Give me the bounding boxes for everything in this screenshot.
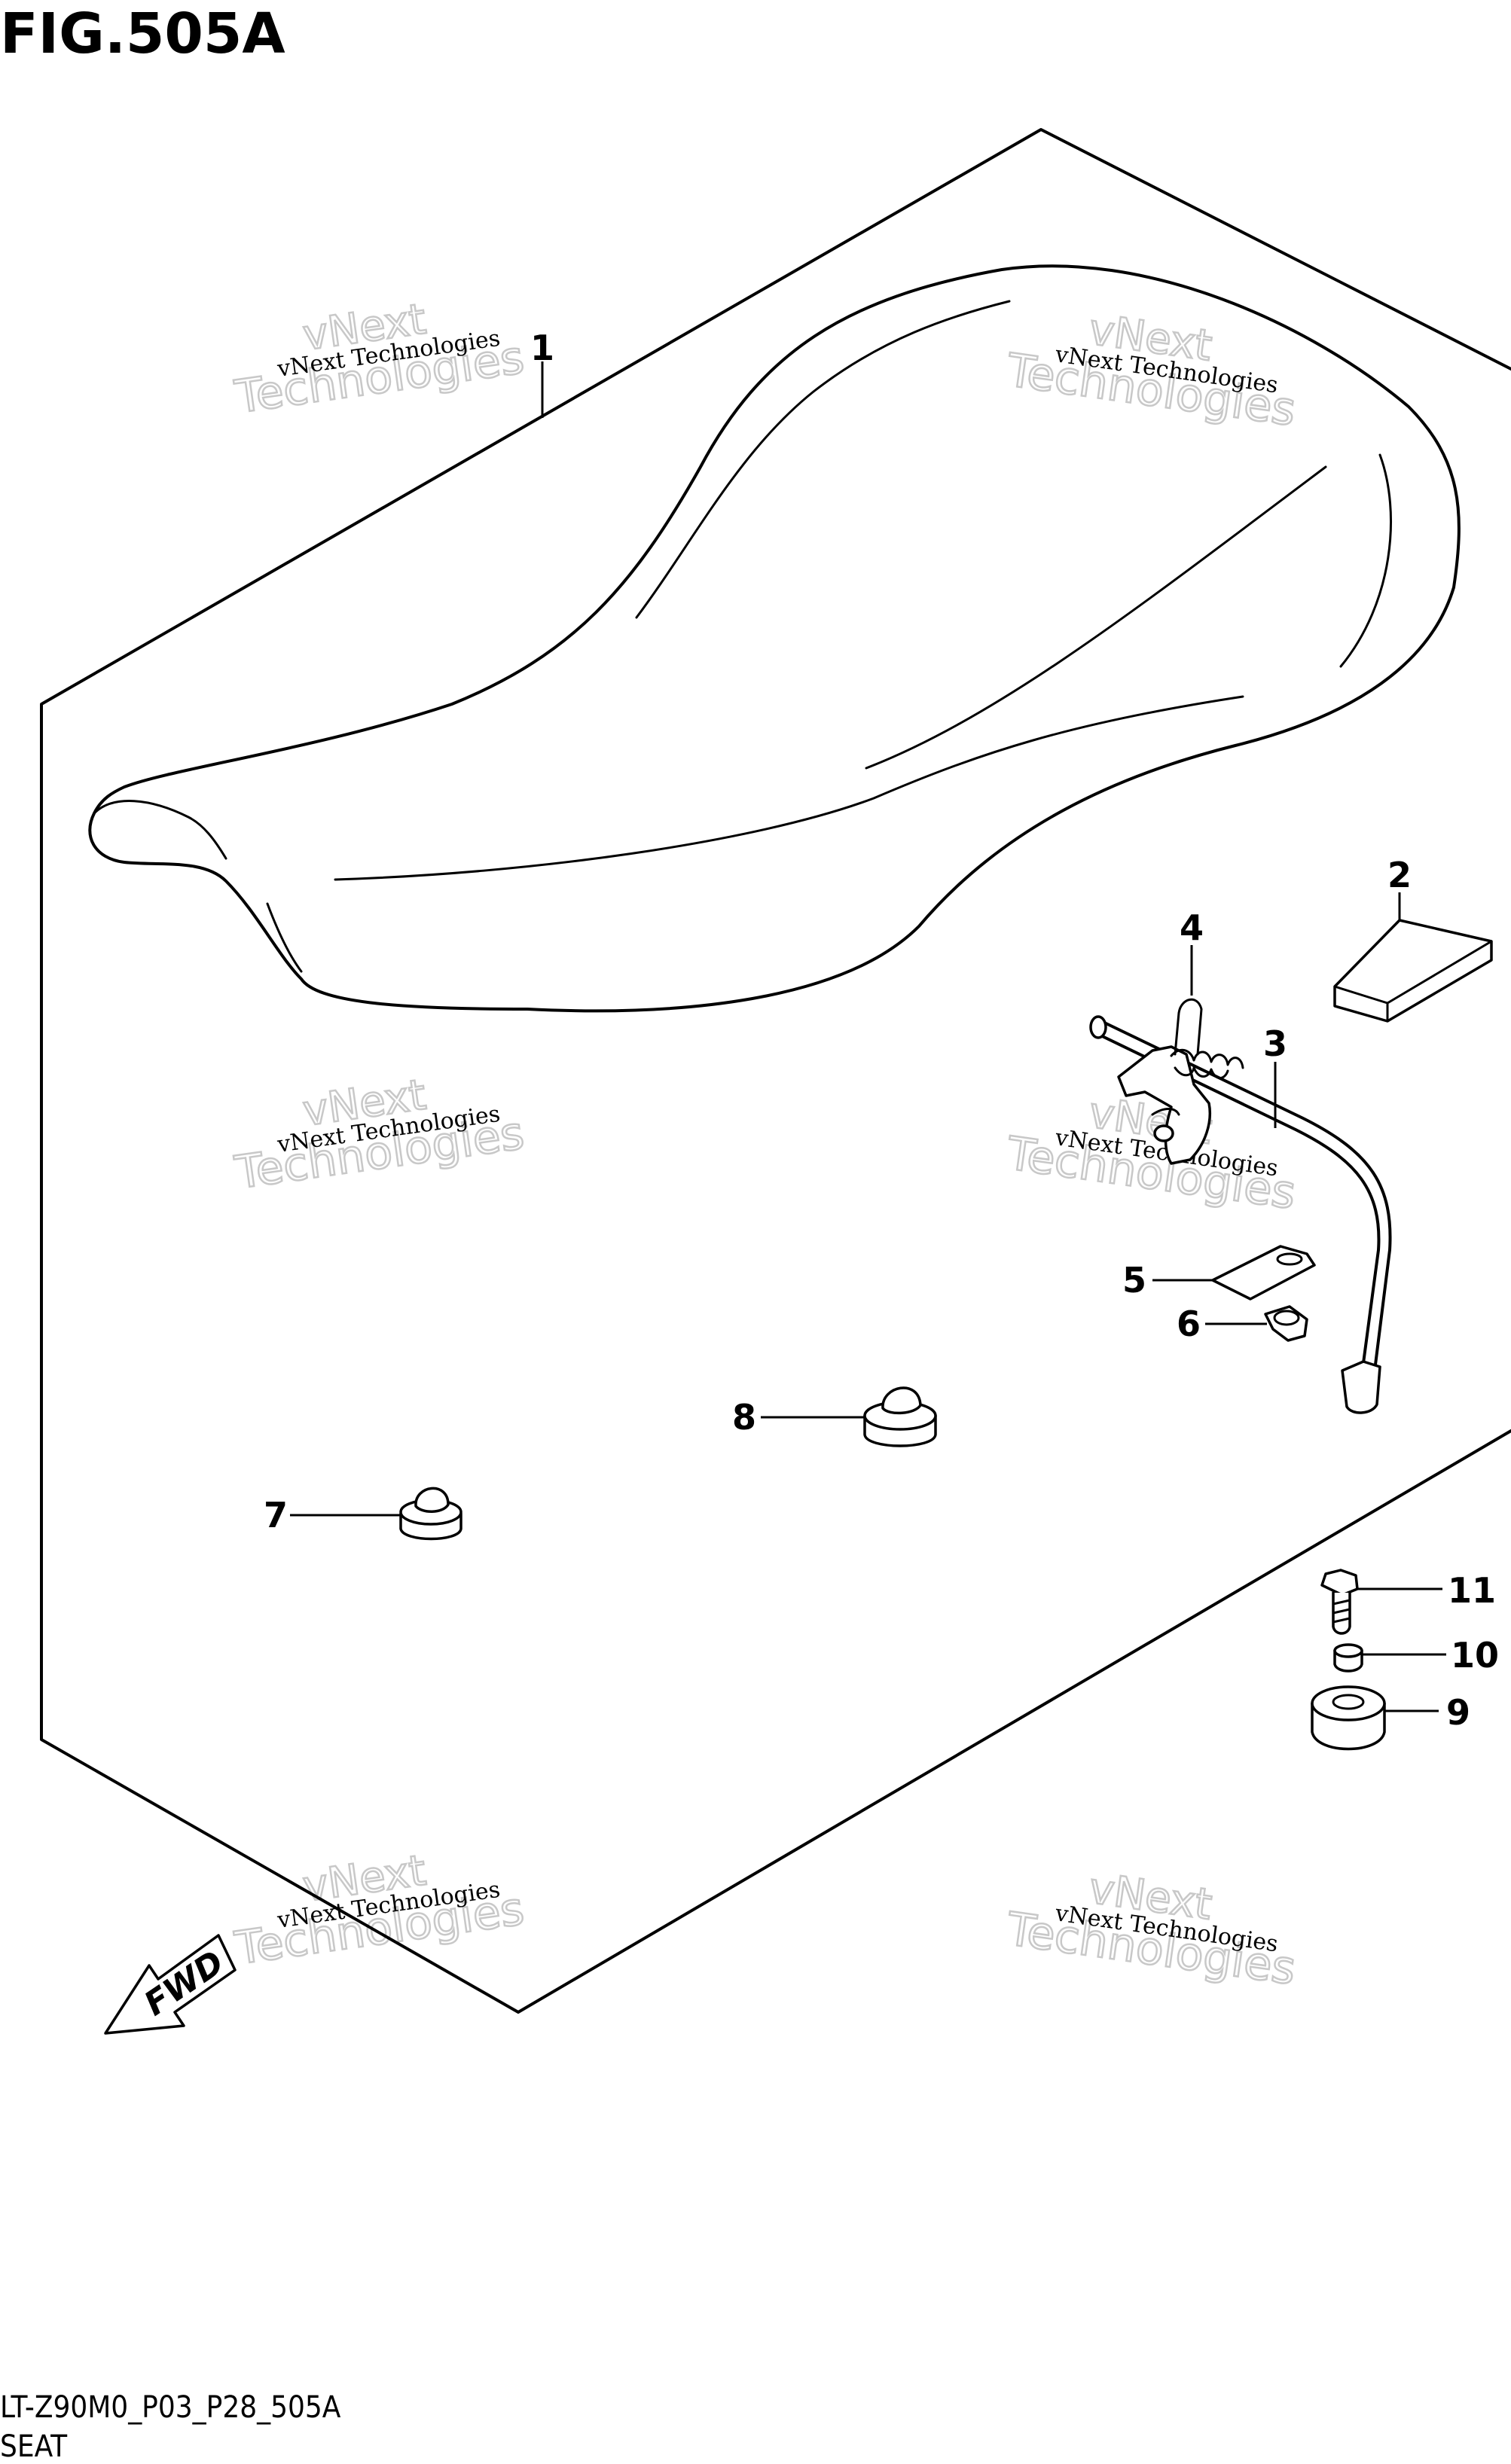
- part-5-plate: [1211, 1245, 1316, 1301]
- watermark-3: vNext Technologies vNext Technologies: [230, 1069, 528, 1200]
- frame-outline: [40, 128, 1511, 2014]
- watermark-group: vNext Technologies vNext Technologies vN…: [230, 294, 1300, 1996]
- pad-top: [1333, 919, 1493, 1023]
- seat-outline: [88, 264, 1461, 1013]
- seat-front-tip-fold: [93, 800, 227, 860]
- callout-6: 6: [1177, 1304, 1201, 1344]
- seat: [88, 264, 1461, 1013]
- spring-coil: [1170, 1048, 1244, 1069]
- part-10-collar: [1333, 1643, 1363, 1673]
- callout-1: 1: [530, 328, 554, 368]
- part-4-spring: [1170, 999, 1244, 1079]
- seat-top-crease-2: [865, 465, 1327, 770]
- seat-side-seam: [334, 695, 1244, 881]
- fwd-arrow-shape: [104, 1934, 237, 2035]
- part-7-cushion: [399, 1487, 462, 1541]
- rod-end-cap: [1089, 1015, 1107, 1039]
- cushion-7-cap: [414, 1487, 450, 1513]
- part-2-pad: [1333, 919, 1493, 1023]
- collar-top: [1333, 1643, 1363, 1658]
- callout-4: 4: [1180, 907, 1204, 948]
- spring-hook: [1174, 999, 1203, 1056]
- bolt-head: [1320, 1569, 1359, 1596]
- watermark-1: vNext Technologies vNext Technologies: [230, 294, 528, 425]
- drawing-code: LT-Z90M0_P03_P28_505A: [0, 2390, 341, 2425]
- grommet-hole: [1332, 1694, 1365, 1710]
- callout-labels: 1 2 3 4 5 6 7 8 9 10 11: [264, 328, 1499, 1733]
- grommet-top: [1311, 1685, 1386, 1721]
- callout-7: 7: [264, 1495, 288, 1535]
- watermark-6: vNext Technologies vNext Technologies: [1003, 1863, 1300, 1996]
- part-8-cushion: [863, 1386, 937, 1447]
- seat-top-crease-1: [635, 300, 1011, 619]
- seat-rear-crease: [1339, 453, 1393, 668]
- figure-title: FIG.505A: [0, 2, 285, 66]
- spring-coil-2: [1174, 1066, 1229, 1079]
- part-9-grommet: [1311, 1685, 1386, 1751]
- bolt-thread: [1332, 1599, 1351, 1624]
- plate-hole: [1276, 1252, 1303, 1266]
- callout-10: 10: [1451, 1635, 1499, 1676]
- part-6-nut: [1264, 1305, 1308, 1342]
- cushion-8-cap: [881, 1386, 922, 1415]
- callout-2: 2: [1387, 855, 1412, 895]
- bracket-slot: [1151, 1108, 1180, 1116]
- figure-caption: SEAT: [0, 2429, 68, 2464]
- leader-lines: [290, 361, 1446, 1712]
- callout-8: 8: [732, 1397, 756, 1438]
- part-11-bolt: [1320, 1569, 1359, 1635]
- callout-3: 3: [1263, 1023, 1287, 1064]
- watermark-5: vNext Technologies vNext Technologies: [230, 1845, 528, 1976]
- fwd-label: FWD: [138, 1943, 231, 2023]
- callout-9: 9: [1446, 1692, 1470, 1733]
- plate: [1211, 1245, 1316, 1301]
- rod-lower: [1098, 1019, 1392, 1366]
- fwd-arrow: FWD: [104, 1934, 237, 2035]
- seat-front-crease: [266, 902, 303, 973]
- callout-11: 11: [1448, 1570, 1496, 1611]
- rod-upper: [1094, 1032, 1381, 1365]
- bracket-hole: [1153, 1124, 1174, 1142]
- rod-end-tip: [1341, 1360, 1381, 1414]
- nut-top: [1273, 1310, 1300, 1326]
- part-3-seat-lock-rod: [1089, 1015, 1392, 1414]
- callout-5: 5: [1122, 1260, 1146, 1301]
